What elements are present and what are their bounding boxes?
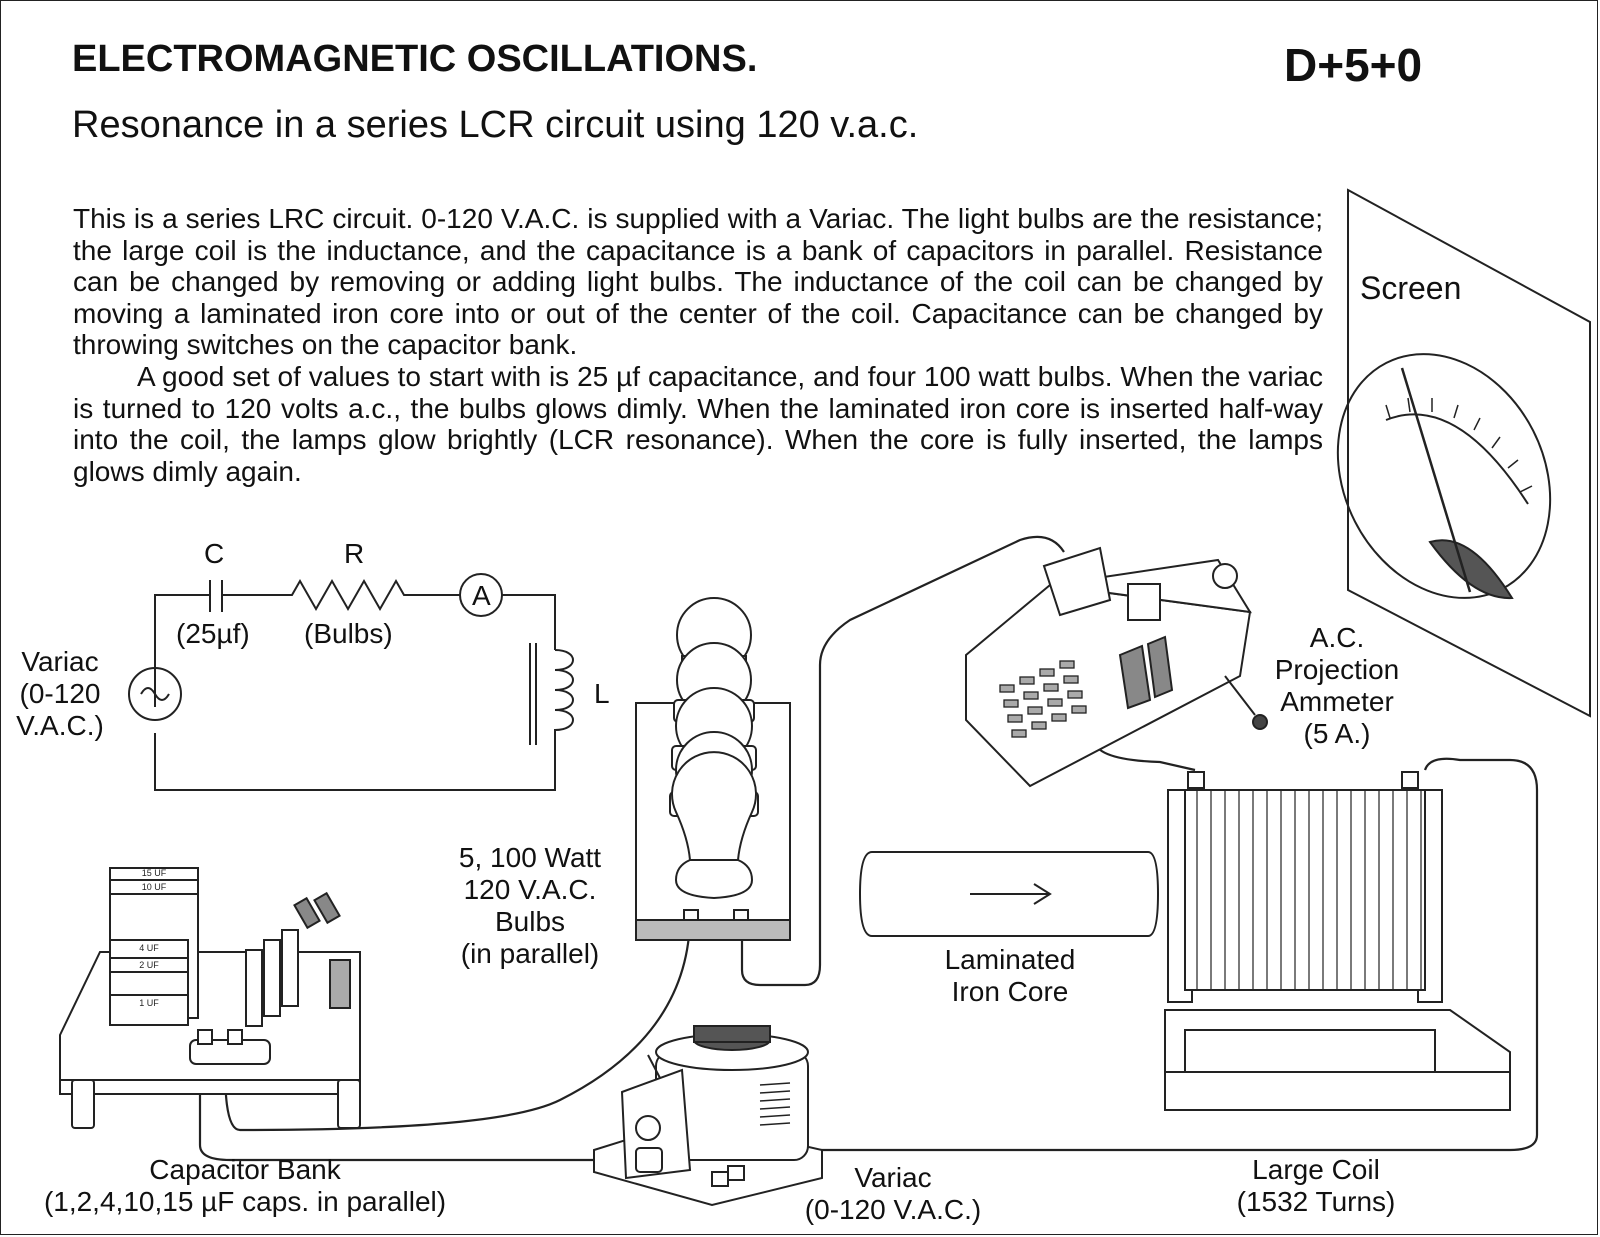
schematic-r-label: R — [344, 538, 365, 569]
variac-outlet-icon — [635, 1147, 663, 1173]
schematic-c-label: C — [204, 538, 225, 569]
variac-vents — [759, 1082, 791, 1126]
tag-1uf: 1 UF — [139, 998, 159, 1008]
ac-source-symbol — [128, 667, 182, 721]
schematic-r-value: (Bulbs) — [304, 618, 393, 649]
light-bulbs — [669, 597, 759, 900]
capacitor-tags: 15 UF 10 UF 4 UF 2 UF 1 UF — [139, 868, 167, 1008]
schematic-c-value: (25µf) — [176, 618, 250, 649]
ammeter-terminal-plate — [1042, 546, 1112, 617]
description-paragraph-2: A good set of values to start with is 25… — [73, 360, 1323, 487]
description: This is a series LRC circuit. 0-120 V.A.… — [73, 203, 1323, 487]
variac-indicator-light — [635, 1115, 661, 1141]
schematic-l-label: L — [594, 678, 610, 709]
coil-label: Large Coil (1532 Turns) — [1236, 1154, 1396, 1217]
arrow-head-icon — [1033, 883, 1052, 905]
variac-switch — [647, 1054, 661, 1079]
variac-label: Variac (0-120 V.A.C.) — [804, 1162, 982, 1225]
ammeter-rod — [1224, 675, 1256, 716]
meter-needle — [1400, 367, 1472, 593]
demo-code: D+5+0 — [1284, 39, 1423, 91]
capacitor-bank-label: Capacitor Bank (1,2,4,10,15 µF caps. in … — [43, 1154, 447, 1217]
projection-ammeter — [965, 546, 1268, 788]
tag-2uf: 2 UF — [139, 960, 159, 970]
laminated-iron-core — [858, 851, 1160, 937]
schematic-wire-right — [502, 594, 556, 650]
schematic-source-label: Variac (0-120 V.A.C.) — [16, 646, 104, 741]
ammeter-vents — [999, 660, 1087, 738]
switch-1 — [245, 949, 263, 1027]
resistor-symbol — [222, 578, 460, 612]
capacitor-bank — [59, 867, 361, 1129]
page-subtitle: Resonance in a series LCR circuit using … — [72, 104, 919, 146]
switch-2 — [263, 939, 281, 1017]
large-coil — [1164, 771, 1511, 1111]
screen-label: Screen — [1360, 270, 1462, 306]
projection-screen — [1336, 188, 1591, 718]
meter-scale-ticks — [1385, 397, 1533, 493]
ac-sine-icon — [140, 687, 170, 701]
wire-bulbs-to-ammeter — [740, 535, 1065, 987]
schematic-wire-left — [154, 594, 210, 707]
switch-3 — [281, 929, 299, 1007]
description-paragraph-1: This is a series LRC circuit. 0-120 V.A.… — [73, 203, 1323, 361]
tag-4uf: 4 UF — [139, 943, 159, 953]
variac — [593, 1025, 823, 1207]
ammeter-lens — [1212, 563, 1238, 589]
bulb-board — [635, 597, 791, 941]
circuit-schematic — [128, 573, 574, 791]
tag-10uf: 10 UF — [142, 882, 167, 892]
inductor-symbol — [154, 649, 574, 791]
core-label: Laminated Iron Core — [944, 944, 1076, 1007]
ammeter-lens-box — [1127, 583, 1161, 621]
ammeter-knob — [1252, 714, 1268, 730]
bulbs-label: 5, 100 Watt 120 V.A.C. Bulbs (in paralle… — [458, 842, 602, 969]
schematic-a-label: A — [472, 580, 491, 611]
wire-bulbs-to-capbank — [223, 914, 692, 1132]
ammeter-label: A.C. Projection Ammeter (5 A.) — [1274, 622, 1400, 749]
tag-15uf: 15 UF — [142, 868, 167, 878]
page-title: ELECTROMAGNETIC OSCILLATIONS. — [72, 38, 758, 80]
